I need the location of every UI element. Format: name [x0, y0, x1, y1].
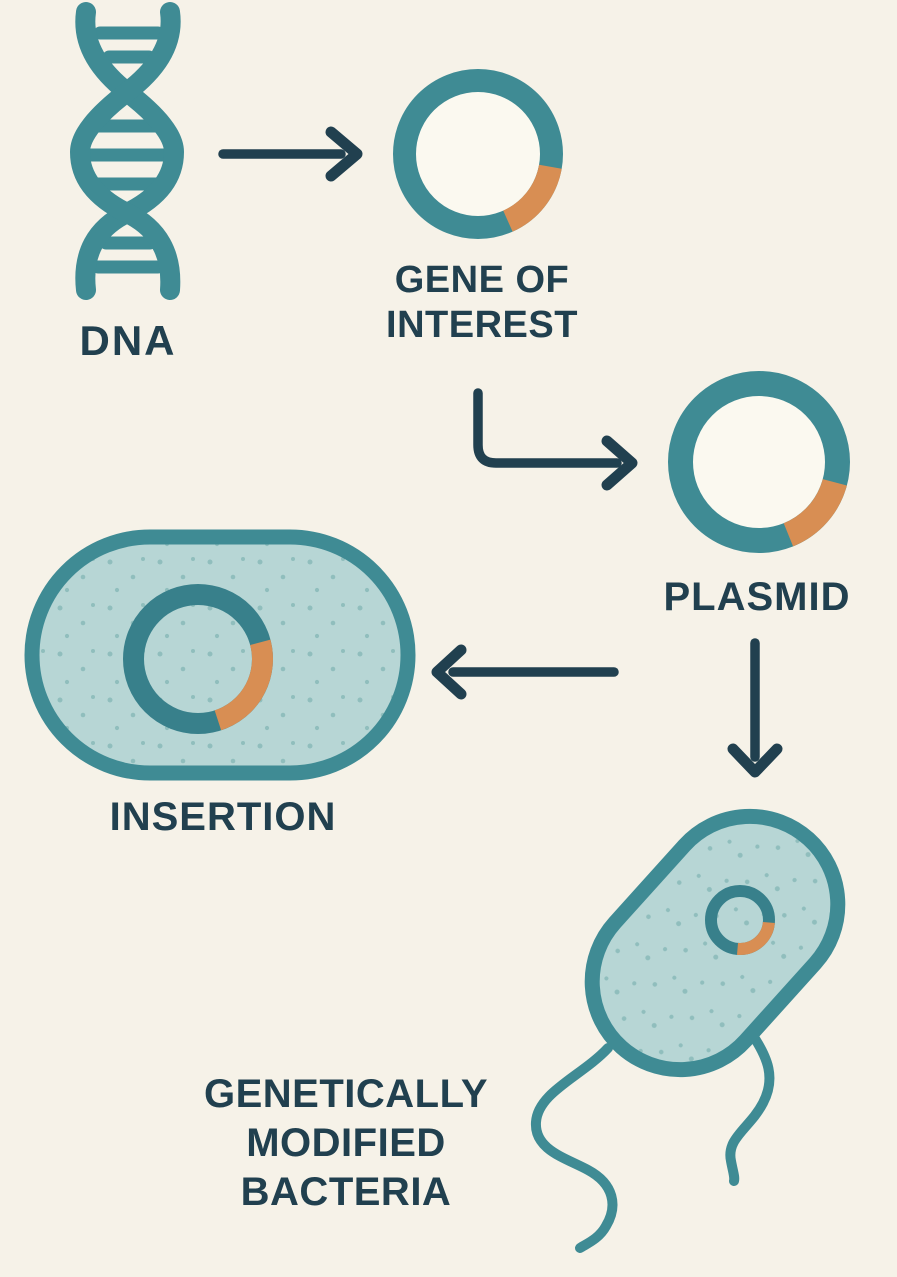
- gene-segment-icon: [783, 478, 847, 547]
- flagellum-icon: [531, 1043, 618, 1253]
- gene-of-interest-label-line1: GENE OF: [394, 259, 570, 301]
- arrow-dna-to-gene-icon: [218, 126, 363, 182]
- gm-bacteria-icon: [531, 808, 846, 1253]
- dna-helix-icon: [69, 2, 185, 300]
- cell-membrane-icon: [24, 529, 416, 781]
- insertion-label: INSERTION: [109, 795, 337, 839]
- dna-label: DNA: [79, 317, 177, 364]
- plasmid-label: PLASMID: [663, 575, 851, 619]
- gene-segment-icon: [736, 921, 775, 955]
- gm-bacteria-label: GENETICALLY MODIFIED BACTERIA: [204, 1070, 488, 1217]
- gm-bacteria-label-line1: GENETICALLY: [203, 1072, 489, 1116]
- insertion-cell-icon: [24, 529, 416, 781]
- arrow-gene-to-plasmid-icon: [473, 388, 638, 491]
- gene-of-interest-ring-icon: [393, 69, 563, 239]
- flagellum-icon: [725, 1029, 775, 1186]
- gene-of-interest-label-line2: INTEREST: [386, 304, 578, 346]
- gm-bacteria-label-line3: BACTERIA: [240, 1170, 452, 1214]
- plasmid-ring-icon: [668, 371, 850, 553]
- gm-bacteria-label-line2: MODIFIED: [246, 1121, 446, 1165]
- arrow-plasmid-to-bacteria-icon: [727, 638, 783, 778]
- gene-of-interest-label: GENE OF INTEREST: [386, 258, 578, 348]
- gene-segment-icon: [214, 639, 273, 731]
- arrow-bacteria-to-insertion-icon: [431, 644, 619, 700]
- gene-segment-icon: [502, 164, 562, 232]
